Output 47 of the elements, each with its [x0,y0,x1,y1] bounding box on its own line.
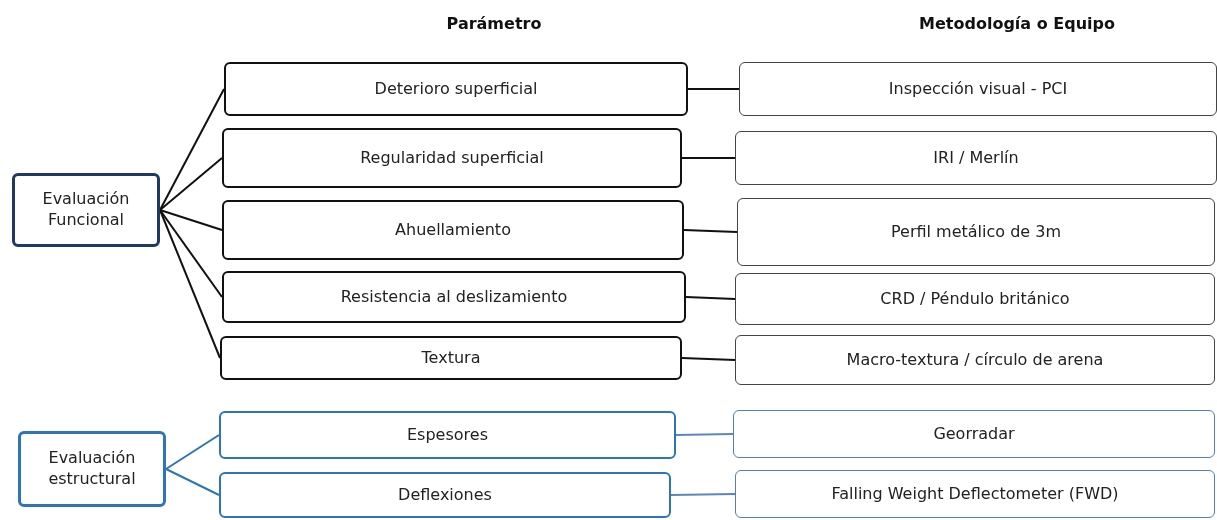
method-box [737,198,1215,266]
box-label: Evaluación estructural [47,448,137,490]
parameter-box [219,472,671,518]
box-label: Deflexiones [398,484,492,506]
parameter-box [222,128,682,188]
connector-line [159,209,223,231]
box-label: Evaluación Funcional [41,189,131,231]
connector-line [687,88,740,90]
parameter-box [219,411,676,459]
method-box [735,335,1215,385]
column-header: Metodología o Equipo [919,14,1115,33]
box-label: Macro-textura / círculo de arena [846,349,1104,371]
connector-line [165,434,220,470]
parameter-box [224,62,688,116]
box-label: Ahuellamiento [395,219,511,241]
box-label: Georradar [933,423,1015,445]
connector-line [159,88,225,211]
parameter-box [222,200,684,260]
parameter-box [222,271,686,323]
box-label: Regularidad superficial [360,147,544,169]
connector-line [685,296,736,300]
column-header: Parámetro [446,14,542,33]
method-box [735,131,1217,185]
box-label: Perfil metálico de 3m [891,221,1061,243]
box-label: Espesores [407,424,488,446]
parameter-box [220,336,682,380]
connector-line [165,468,220,496]
category-box [18,431,166,507]
connector-line [681,357,736,361]
connector-line [683,229,738,233]
connector-line [675,433,734,436]
box-label: IRI / Merlín [933,147,1019,169]
method-box [735,273,1215,325]
connector-line [670,493,736,496]
box-label: Resistencia al deslizamiento [340,286,568,308]
box-label: Inspección visual - PCI [888,78,1068,100]
category-box [12,173,160,247]
method-box [735,470,1215,518]
box-label: Textura [421,347,481,369]
box-label: Deterioro superficial [374,78,538,100]
box-label: CRD / Péndulo británico [880,288,1070,310]
connector-line [159,209,223,298]
method-box [739,62,1217,116]
connector-line [681,157,736,159]
box-label: Falling Weight Deflectometer (FWD) [831,483,1119,505]
connector-line [159,157,223,211]
method-box [733,410,1215,458]
